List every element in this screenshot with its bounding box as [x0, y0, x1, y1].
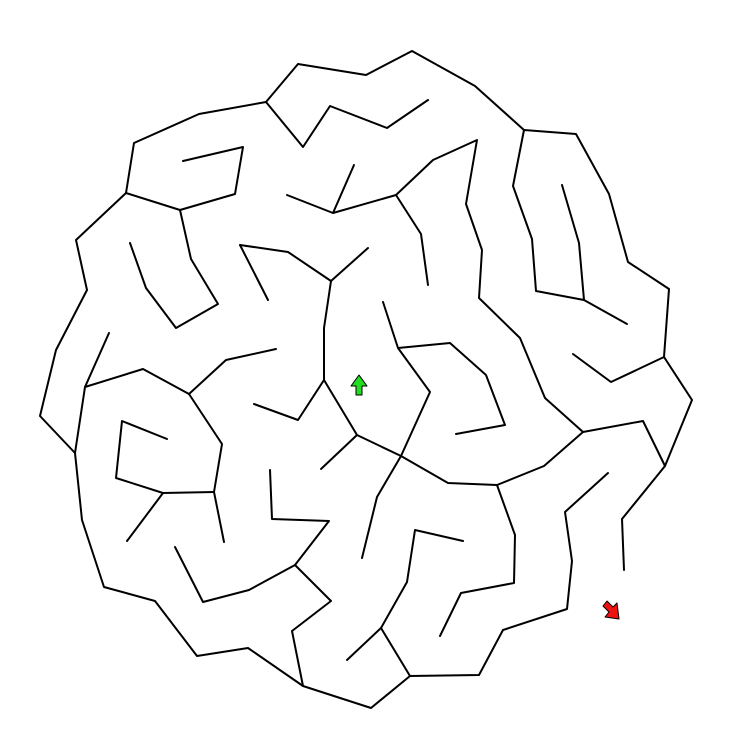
maze-wall [395, 194, 429, 286]
maze-wall [382, 301, 506, 435]
maze-wall [126, 492, 164, 542]
maze-wall [129, 209, 219, 329]
maze-wall [439, 484, 516, 637]
maze-wall [286, 164, 355, 214]
goal-marker [602, 600, 620, 620]
start-marker [350, 374, 368, 396]
maze-wall [265, 50, 693, 571]
maze-wall [291, 564, 332, 687]
maze-wall [332, 139, 666, 467]
maze-wall [572, 353, 665, 383]
maze-wall [265, 99, 429, 148]
maze-wall [125, 146, 244, 211]
maze-wall [84, 348, 277, 395]
maze-wall [512, 129, 585, 301]
down-right-arrow-icon [602, 600, 620, 620]
maze-wall [39, 101, 609, 709]
maze-wall [320, 434, 358, 470]
up-arrow-icon [350, 374, 368, 396]
maze-wall [74, 332, 110, 454]
maze-wall [239, 244, 269, 301]
maze-wall [253, 379, 325, 421]
maze-walls [39, 50, 693, 709]
maze-wall [115, 420, 215, 494]
maze-wall [188, 393, 225, 543]
maze-wall [380, 627, 411, 677]
maze-wall [583, 299, 628, 325]
maze-wall [361, 347, 431, 559]
maze-wall [174, 469, 330, 603]
maze-wall [239, 244, 369, 282]
maze-wall [346, 529, 464, 661]
